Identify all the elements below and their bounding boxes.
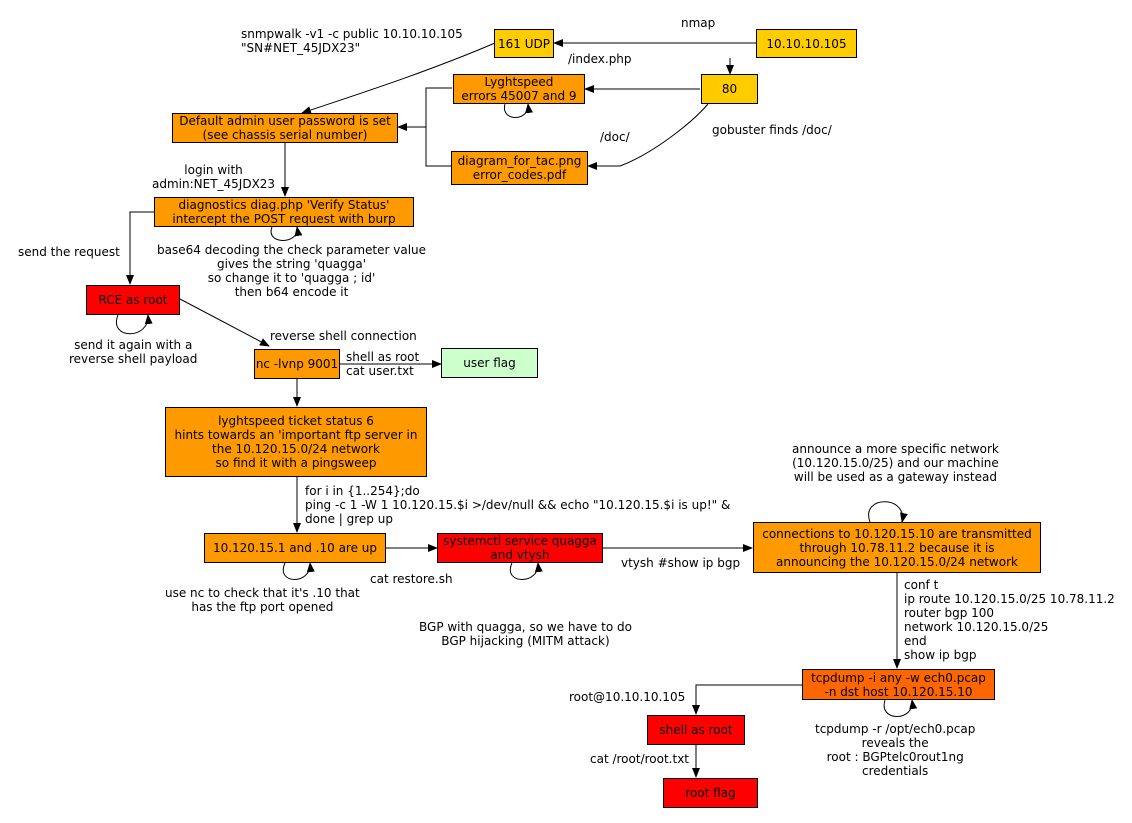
edge-diag-to-rce [126,211,154,285]
node-quagga: systemctl service quagga and vtysh [437,533,603,563]
node-nc-listener: nc -lvnp 9001 [254,349,340,379]
label-send-request: send the request [18,245,120,259]
label-pingsweep: for i in {1..254};do ping -c 1 -W 1 10.1… [305,484,731,526]
label-root-prompt: root@10.10.10.105 [569,690,686,704]
node-tcpdump: tcpdump -i any -w ech0.pcap -n dst host … [802,669,995,700]
node-shell-root: shell as root [647,715,745,745]
edge-errors-bracket [425,87,452,167]
label-doc: /doc/ [600,130,630,144]
node-doc-files: diagram_for_tac.png error_codes.pdf [451,151,588,185]
label-nmap: nmap [681,16,716,30]
label-cat-restore: cat restore.sh [370,572,453,586]
edge-snmp-to-admin [301,42,496,114]
loop-rce [115,314,153,335]
node-diagnostics: diagnostics diag.php 'Verify Status' int… [154,197,414,227]
edge-80-to-doc [587,103,709,170]
node-root-flag: root flag [663,778,758,808]
label-tcpdump-read: tcpdump -r /opt/ech0.pcap reveals the ro… [815,722,976,778]
label-shell-user: shell as root cat user.txt [346,350,420,378]
label-announce: announce a more specific network (10.120… [792,442,999,484]
node-lyghtspeed-errors: Lyghtspeed errors 45007 and 9 [453,74,585,104]
label-bgp-quagga: BGP with quagga, so we have to do BGP hi… [419,620,632,648]
node-user-flag: user flag [441,348,538,378]
loop-connections [868,501,908,523]
label-snmpwalk: snmpwalk -v1 -c public 10.10.10.105 "SN#… [241,27,463,55]
node-connections: connections to 10.120.15.10 are transmit… [753,522,1041,573]
node-port-80: 80 [701,74,758,104]
label-index-php: /index.php [568,52,632,66]
node-161-udp: 161 UDP [494,29,554,58]
node-ticket: lyghtspeed ticket status 6 hints towards… [165,407,427,477]
label-vtysh-show: vtysh #show ip bgp [621,556,741,570]
label-gobuster: gobuster finds /doc/ [712,123,832,137]
loop-quagga [509,562,543,580]
edge-tcpdump-to-shell [692,684,802,715]
loop-tcpdump [883,699,918,717]
label-send-again: send it again with a reverse shell paylo… [69,338,198,366]
label-login: login with admin:NET_45JDX23 [152,163,276,191]
label-use-nc: use nc to check that it's .10 that has t… [165,586,360,614]
label-reverse-shell: reverse shell connection [270,329,417,343]
node-target-ip: 10.10.10.105 [756,29,857,58]
label-cat-root: cat /root/root.txt [590,752,689,766]
node-default-admin: Default admin user password is set (see … [172,113,398,143]
loop-hosts [282,562,315,580]
loop-diagnostics [270,226,303,241]
label-base64: base64 decoding the check parameter valu… [157,243,427,299]
node-rce: RCE as root [86,285,180,315]
label-conf-t: conf t ip route 10.120.15.0/25 10.78.11.… [904,578,1115,662]
edge-rce-to-nc [179,298,270,347]
node-hosts-up: 10.120.15.1 and .10 are up [204,533,386,563]
loop-errors [504,103,533,118]
